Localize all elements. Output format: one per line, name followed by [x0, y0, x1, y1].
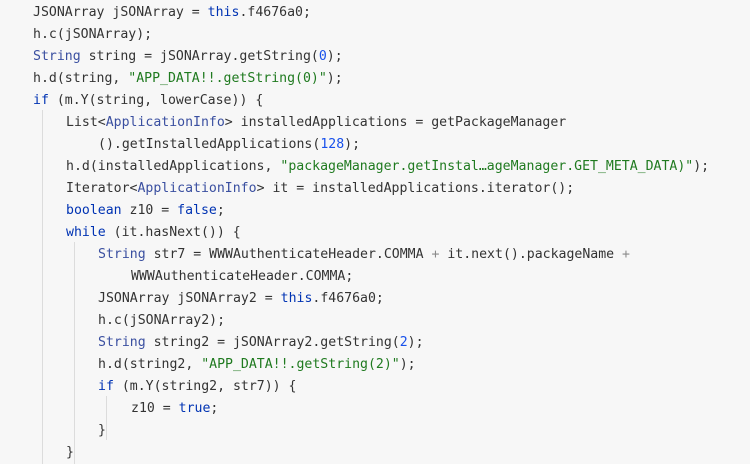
code-token: WWWAuthenticateHeader.COMMA; — [131, 269, 354, 284]
code-token: h.d(string, — [33, 71, 129, 86]
code-token-kw: this — [280, 291, 313, 306]
code-token: } — [66, 445, 74, 460]
code-token-type: String — [33, 49, 81, 64]
code-line: ().getInstalledApplications(128); — [98, 134, 360, 156]
code-line: if (m.Y(string, lowerCase)) { — [33, 90, 263, 112]
code-token: it.next().packageName — [439, 247, 623, 262]
code-line: z10 = true; — [131, 398, 218, 420]
indent-guide-if — [42, 110, 43, 464]
code-token-str: "APP_DATA!!.getString(2)" — [201, 357, 400, 372]
code-token-type: String — [98, 335, 146, 350]
code-token: h.c(jSONArray); — [33, 27, 153, 42]
code-line: JSONArray jSONArray = this.f4676a0; — [33, 2, 311, 24]
code-token: } — [98, 423, 106, 438]
indent-guide-while — [74, 242, 75, 464]
code-token: (m.Y(string, lowerCase)) { — [48, 93, 264, 108]
code-token-op: + — [431, 247, 440, 262]
indent-guide-inner-if — [106, 396, 107, 440]
code-line: String string2 = jSONArray2.getString(2)… — [98, 332, 424, 354]
code-token: ; — [210, 401, 219, 416]
code-token-num: 2 — [399, 335, 408, 350]
code-line: h.d(string2, "APP_DATA!!.getString(2)"); — [98, 354, 416, 376]
code-token-kw: if — [33, 93, 49, 108]
code-token: JSONArray jSONArray = — [33, 5, 208, 20]
code-token: ; — [216, 203, 225, 218]
code-token: > installedApplications = getPackageMana… — [224, 115, 567, 130]
code-token: ); — [326, 49, 343, 64]
code-token: ); — [344, 137, 361, 152]
code-line: h.d(installedApplications, "packageManag… — [66, 156, 709, 178]
code-line: } — [98, 420, 106, 442]
code-token: > it = installedApplications.iterator(); — [256, 181, 575, 196]
code-token: (it.hasNext()) { — [105, 225, 241, 240]
code-line: String str7 = WWWAuthenticateHeader.COMM… — [98, 244, 630, 266]
code-line: h.c(jSONArray2); — [98, 310, 225, 332]
code-token: JSONArray jSONArray2 = — [98, 291, 281, 306]
code-token-str: "APP_DATA!!.getString(0)" — [128, 71, 327, 86]
code-line: if (m.Y(string2, str7)) { — [98, 376, 297, 398]
code-line: } — [66, 442, 74, 464]
code-line: String string = jSONArray.getString(0); — [33, 46, 343, 68]
code-token-kw: if — [98, 379, 114, 394]
code-token-type: ApplicationInfo — [137, 181, 257, 196]
code-token: ); — [407, 335, 424, 350]
code-line: WWWAuthenticateHeader.COMMA; — [131, 266, 353, 288]
code-token: h.d(string2, — [98, 357, 202, 372]
code-token: string2 = jSONArray2.getString( — [145, 335, 400, 350]
code-token-op: + — [622, 247, 630, 262]
code-token: z10 = — [121, 203, 178, 218]
code-token-kw: true — [178, 401, 211, 416]
code-token: List< — [66, 115, 106, 130]
code-token: ); — [399, 357, 416, 372]
code-token-kw: while — [66, 225, 106, 240]
code-line: Iterator<ApplicationInfo> it = installed… — [66, 178, 574, 200]
code-line: JSONArray jSONArray2 = this.f4676a0; — [98, 288, 384, 310]
code-token-type: ApplicationInfo — [105, 115, 225, 130]
code-token-str: "packageManager.getInstal…ageManager.GET… — [280, 159, 694, 174]
code-line: h.d(string, "APP_DATA!!.getString(0)"); — [33, 68, 343, 90]
code-token-kw: boolean — [66, 203, 122, 218]
code-token-kw: false — [177, 203, 217, 218]
code-token: h.d(installedApplications, — [66, 159, 281, 174]
code-token-type: String — [98, 247, 146, 262]
code-line: boolean z10 = false; — [66, 200, 225, 222]
code-token: .f4676a0; — [312, 291, 384, 306]
code-token: ().getInstalledApplications( — [98, 137, 321, 152]
code-token: h.c(jSONArray2); — [98, 313, 226, 328]
code-line: h.c(jSONArray); — [33, 24, 152, 46]
code-token-kw: this — [207, 5, 240, 20]
code-token: Iterator< — [66, 181, 138, 196]
code-line: while (it.hasNext()) { — [66, 222, 241, 244]
code-token-num: 0 — [318, 49, 327, 64]
code-token: .f4676a0; — [239, 5, 311, 20]
code-token: string = jSONArray.getString( — [80, 49, 319, 64]
code-token: ); — [693, 159, 710, 174]
code-token: str7 = WWWAuthenticateHeader.COMMA — [145, 247, 432, 262]
code-token: ); — [326, 71, 343, 86]
code-line: List<ApplicationInfo> installedApplicati… — [66, 112, 566, 134]
code-token: (m.Y(string2, str7)) { — [113, 379, 297, 394]
code-token-num: 128 — [320, 137, 345, 152]
code-token: z10 = — [131, 401, 179, 416]
